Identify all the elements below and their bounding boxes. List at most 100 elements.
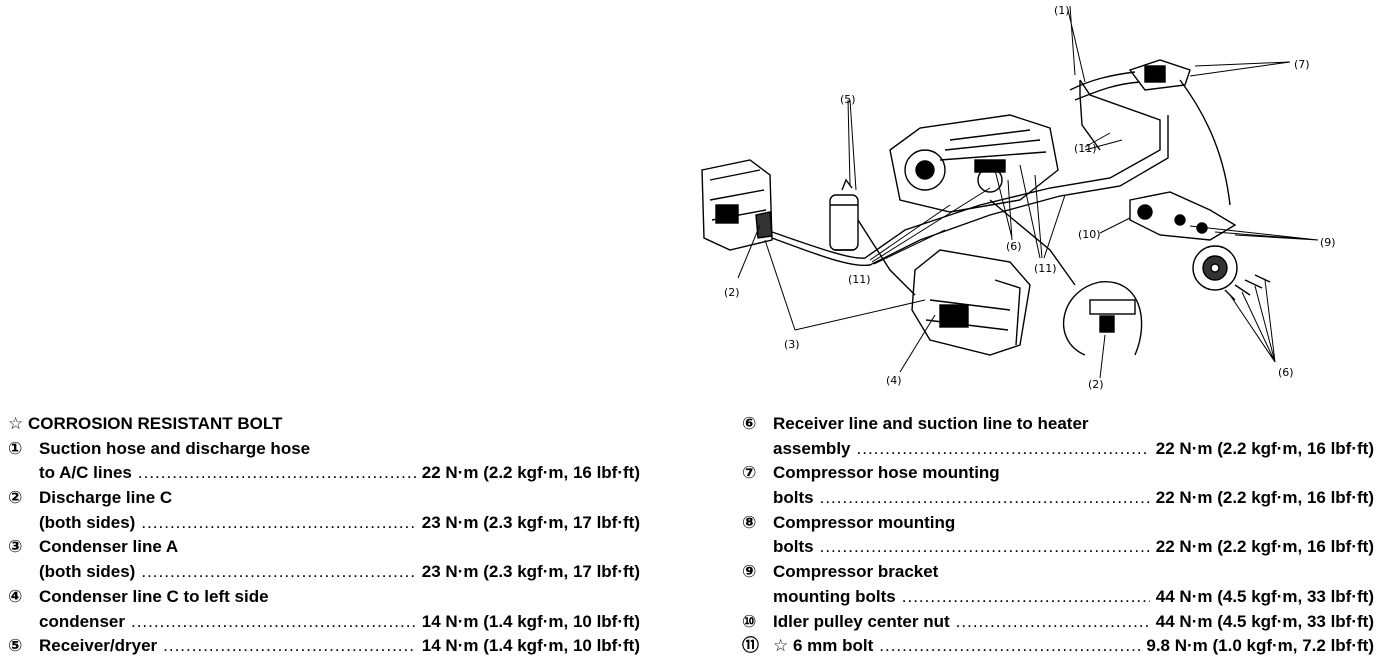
pulley-drawing	[1192, 245, 1271, 301]
torque-value: 9.8 N·m (1.0 kgf·m, 7.2 lbf·ft)	[1146, 636, 1374, 656]
leader-dots	[820, 535, 1150, 560]
leader-dots	[879, 634, 1140, 659]
item-number: ⑥	[742, 414, 757, 433]
torque-value: 22 N·m (2.2 kgf·m, 16 lbf·ft)	[1155, 537, 1374, 557]
item-label-cont: (both sides)	[39, 562, 136, 582]
torque-value: 22 N·m (2.2 kgf·m, 16 lbf·ft)	[1155, 438, 1374, 458]
leader-dots	[857, 437, 1150, 462]
callout-11-center: (11)	[1034, 262, 1057, 275]
heater-assembly-drawing	[911, 249, 1031, 356]
callout-6-center: (6)	[1006, 240, 1022, 253]
leader-dots	[141, 511, 415, 536]
spec-item-11: ⑪ ☆ 6 mm bolt 9.8 N·m (1.0 kgf·m, 7.2 lb…	[742, 634, 1374, 659]
callout-3: (3)	[784, 338, 800, 351]
spec-item-4: ④ Condenser line C to left side	[8, 585, 640, 610]
torque-value: 14 N·m (1.4 kgf·m, 10 lbf·ft)	[421, 611, 640, 631]
item-label: Idler pulley center nut	[773, 611, 950, 631]
receiver-dryer-drawing	[829, 178, 859, 251]
spec-item-10: ⑩ Idler pulley center nut 44 N·m (4.5 kg…	[742, 610, 1374, 635]
torque-value: 22 N·m (2.2 kgf·m, 16 lbf·ft)	[421, 463, 640, 483]
spec-item-7: ⑦ Compressor hose mounting	[742, 461, 1374, 486]
callout-10: (10)	[1078, 228, 1101, 241]
spec-item-4-cont: condenser 14 N·m (1.4 kgf·m, 10 lbf·ft)	[8, 610, 640, 635]
leader-dots	[141, 560, 415, 585]
spec-item-3-cont: (both sides) 23 N·m (2.3 kgf·m, 17 lbf·f…	[8, 560, 640, 585]
torque-value: 44 N·m (4.5 kgf·m, 33 lbf·ft)	[1155, 611, 1374, 631]
item-number: ⑧	[742, 512, 757, 532]
callout-11-left: (11)	[848, 273, 871, 286]
item-label: Receiver/dryer	[39, 636, 158, 656]
item-number: ⑨	[742, 562, 757, 582]
leader-dots	[956, 610, 1150, 635]
item-number: ④	[8, 586, 23, 606]
compressor-hose-fitting	[1069, 59, 1191, 101]
item-label: Compressor hose mounting	[773, 463, 1000, 483]
item-number: ⑪	[742, 636, 759, 656]
spec-item-7-cont: bolts 22 N·m (2.2 kgf·m, 16 lbf·ft)	[742, 486, 1374, 511]
item-label-cont: condenser	[39, 611, 125, 631]
item-label-cont: to A/C lines	[39, 463, 132, 483]
item-label-cont: mounting bolts	[773, 586, 896, 606]
torque-value: 14 N·m (1.4 kgf·m, 10 lbf·ft)	[421, 636, 640, 656]
item-label: Suction hose and discharge hose	[39, 438, 311, 458]
item-label: Discharge line C	[39, 488, 173, 508]
leader-dots	[131, 610, 416, 635]
item-label-cont: bolts	[773, 488, 814, 508]
callout-5: (5)	[840, 93, 856, 106]
item-label: ☆ 6 mm bolt	[773, 636, 874, 656]
item-label: Compressor mounting	[773, 512, 956, 532]
spec-item-1-cont: to A/C lines 22 N·m (2.2 kgf·m, 16 lbf·f…	[8, 461, 640, 486]
spec-item-6-cont: assembly 22 N·m (2.2 kgf·m, 16 lbf·ft)	[742, 437, 1374, 462]
item-number: ①	[8, 438, 23, 458]
spec-item-6: ⑥ Receiver line and suction line to heat…	[742, 412, 1374, 437]
detail-inset	[989, 199, 1143, 356]
legend-header-text: ☆ CORROSION RESISTANT BOLT	[8, 414, 283, 433]
leader-dots	[820, 486, 1150, 511]
leader-dots	[902, 585, 1150, 610]
item-label: Compressor bracket	[773, 562, 939, 582]
spec-item-2: ② Discharge line C	[8, 486, 640, 511]
leader-dots	[138, 461, 416, 486]
item-label-cont: assembly	[773, 438, 851, 458]
spec-item-8-cont: bolts 22 N·m (2.2 kgf·m, 16 lbf·ft)	[742, 535, 1374, 560]
condenser-drawing	[701, 159, 773, 251]
callout-4: (4)	[886, 374, 902, 387]
leader-dots	[163, 634, 416, 659]
item-label: Receiver line and suction line to heater	[773, 414, 1089, 433]
ac-system-diagram: (1) (7) (5) (11) (11) (6) (11) (10) (9) …	[701, 4, 1336, 391]
spec-item-2-cont: (both sides) 23 N·m (2.3 kgf·m, 17 lbf·f…	[8, 511, 640, 536]
callout-7: (7)	[1294, 58, 1310, 71]
item-label: Condenser line C to left side	[39, 586, 269, 606]
spec-item-5: ⑤ Receiver/dryer 14 N·m (1.4 kgf·m, 10 l…	[8, 634, 640, 659]
callout-2-inset: (2)	[1088, 378, 1104, 391]
refrigerant-line	[771, 79, 1161, 259]
spec-item-9: ⑨ Compressor bracket	[742, 560, 1374, 585]
item-label: Condenser line A	[39, 537, 179, 557]
spec-item-1: ① Suction hose and discharge hose	[8, 437, 640, 462]
torque-spec-right-column: ⑥ Receiver line and suction line to heat…	[742, 412, 1374, 659]
refrigerant-line-2	[771, 115, 1169, 267]
item-number: ③	[8, 537, 23, 557]
callout-9: (9)	[1320, 236, 1336, 249]
item-number: ⑤	[8, 636, 23, 656]
callout-2-left: (2)	[724, 286, 740, 299]
reference-curve	[1179, 79, 1231, 206]
torque-value: 22 N·m (2.2 kgf·m, 16 lbf·ft)	[1155, 488, 1374, 508]
torque-spec-left-column: ☆ CORROSION RESISTANT BOLT ① Suction hos…	[8, 412, 640, 659]
torque-value: 23 N·m (2.3 kgf·m, 17 lbf·ft)	[421, 512, 640, 532]
item-label-cont: bolts	[773, 537, 814, 557]
item-number: ⑦	[742, 463, 757, 483]
callout-6-right: (6)	[1278, 366, 1294, 379]
spec-item-3: ③ Condenser line A	[8, 535, 640, 560]
torque-value: 44 N·m (4.5 kgf·m, 33 lbf·ft)	[1155, 586, 1374, 606]
callout-1-top: (1)	[1054, 4, 1070, 17]
callout-11-top: (11)	[1074, 142, 1097, 155]
suction-hose	[1079, 80, 1101, 151]
condenser-line	[857, 219, 916, 296]
item-label-cont: (both sides)	[39, 512, 136, 532]
compressor-drawing	[889, 114, 1059, 213]
item-number: ⑩	[742, 611, 757, 631]
torque-value: 23 N·m (2.3 kgf·m, 17 lbf·ft)	[421, 562, 640, 582]
spec-item-9-cont: mounting bolts 44 N·m (4.5 kgf·m, 33 lbf…	[742, 585, 1374, 610]
legend-header: ☆ CORROSION RESISTANT BOLT	[8, 412, 640, 437]
